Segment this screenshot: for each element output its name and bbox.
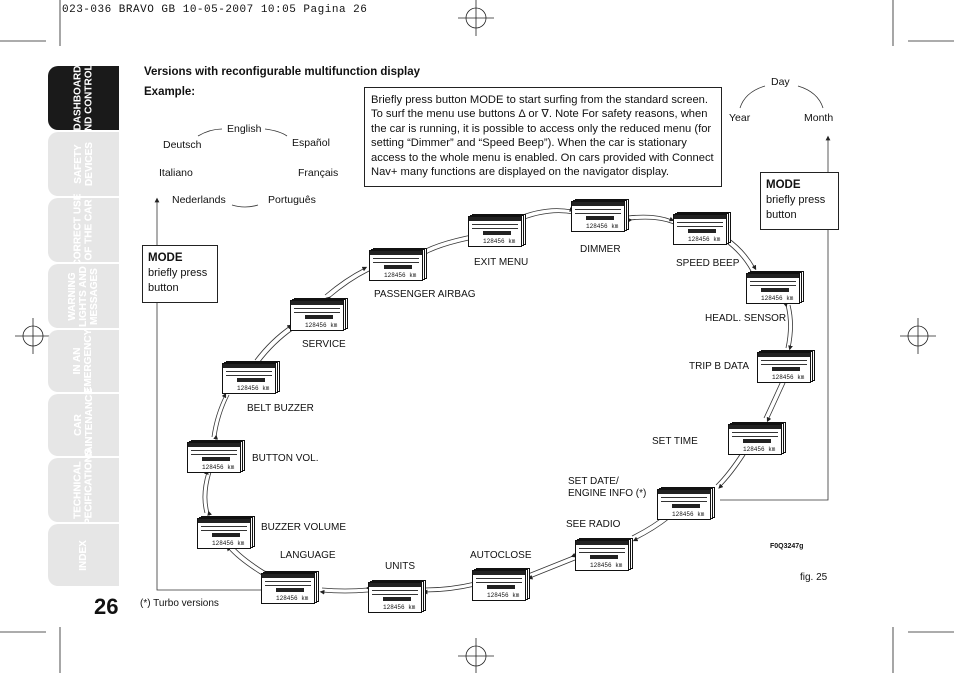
lang-english: English (227, 123, 262, 135)
display-screen: 128456 km (197, 516, 255, 549)
tab-technical-specifications[interactable]: TECHNICAL SPECIFICATIONS (48, 448, 119, 532)
display-screen: 128456 km (571, 199, 629, 232)
tab-warning-lights[interactable]: WARNING LIGHTS AND MESSAGES (48, 264, 119, 328)
label-headl-sensor: HEADL. SENSOR (705, 313, 787, 324)
label-button-vol: BUTTON VOL. (252, 453, 319, 464)
display-screen: 128456 km (290, 298, 348, 331)
display-screen: 128456 km (728, 422, 786, 455)
display-screen: 128456 km (746, 271, 804, 304)
label-exit-menu: EXIT MENU (474, 257, 529, 268)
tab-in-an-emergency[interactable]: IN AN EMERGENCY (48, 329, 119, 393)
display-screen: 128456 km (369, 248, 427, 281)
display-screen: 128456 km (575, 538, 633, 571)
label-units: UNITS (385, 561, 415, 572)
section-title: Versions with reconfigurable multifuncti… (144, 66, 421, 78)
label-language: LANGUAGE (280, 550, 336, 561)
label-see-radio: SEE RADIO (566, 519, 621, 530)
mode-text: briefly press button (148, 267, 208, 294)
display-screen: 128456 km (468, 214, 526, 247)
display-screen: 128456 km (222, 361, 280, 394)
mode-text: briefly press button (766, 194, 826, 221)
tab-correct-use[interactable]: CORRECT USE OF THE CAR (48, 194, 119, 266)
label-set-time: SET TIME (652, 436, 698, 447)
label-autoclose: AUTOCLOSE (470, 550, 532, 561)
display-screen: 128456 km (187, 440, 245, 473)
date-year: Year (729, 112, 751, 124)
display-screen: 128456 km (368, 580, 426, 613)
print-header: 023-036 BRAVO GB 10-05-2007 10:05 Pagina… (62, 4, 368, 16)
figure-number: fig. 25 (800, 572, 828, 583)
label-dimmer: DIMMER (580, 244, 621, 255)
lang-italiano: Italiano (159, 167, 193, 179)
date-day: Day (771, 76, 790, 88)
instructions-box: Briefly press button MODE to start surfi… (364, 87, 722, 187)
display-screen: 128456 km (472, 568, 530, 601)
display-screen: 128456 km (657, 487, 715, 520)
label-passenger-airbag: PASSENGER AIRBAG (374, 289, 476, 300)
tab-safety-devices[interactable]: SAFETY DEVICES (48, 132, 119, 196)
lang-nederlands: Nederlands (172, 194, 226, 206)
mode-title: MODE (148, 252, 183, 264)
label-service: SERVICE (302, 339, 346, 350)
date-month: Month (804, 112, 834, 124)
example-label: Example: (144, 86, 196, 98)
lang-deutsch: Deutsch (163, 139, 202, 151)
label-trip-b-data: TRIP B DATA (689, 361, 750, 372)
tab-dashboard-and-controls[interactable]: DASHBOARD AND CONTROLS (48, 58, 119, 138)
display-screen: 128456 km (757, 350, 815, 383)
mode-button-box-right: MODE briefly press button (760, 172, 839, 230)
display-screen: 128456 km (673, 212, 731, 245)
page-number: 26 (94, 594, 119, 619)
lang-francais: Français (298, 167, 339, 179)
display-screen: 128456 km (261, 571, 319, 604)
lang-portugues: Português (268, 194, 316, 206)
label-buzzer-volume: BUZZER VOLUME (261, 522, 347, 533)
tab-index[interactable]: INDEX (48, 524, 119, 586)
tab-car-maintenance[interactable]: CAR MAINTENANCE (48, 388, 119, 462)
mode-title: MODE (766, 179, 801, 191)
label-set-date: SET DATE/ ENGINE INFO (*) (568, 476, 647, 499)
mode-button-box-left: MODE briefly press button (142, 245, 218, 303)
lang-espanol: Español (292, 137, 330, 149)
label-belt-buzzer: BELT BUZZER (247, 403, 314, 414)
figure-code: F0Q3247g (770, 543, 804, 550)
footnote: (*) Turbo versions (140, 598, 219, 609)
label-speed-beep: SPEED BEEP (676, 258, 740, 269)
